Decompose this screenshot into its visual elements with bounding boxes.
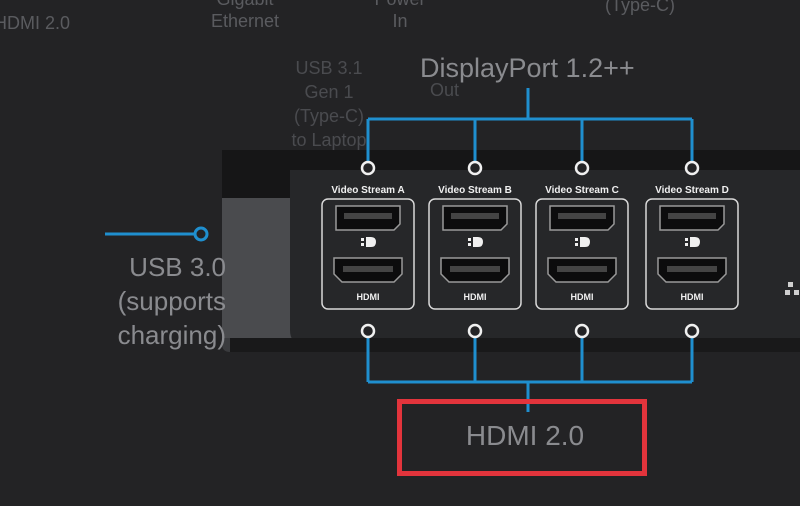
displayport-icon — [361, 237, 376, 247]
stream-label: Video Stream A — [331, 185, 404, 196]
displayport-dot — [574, 160, 590, 176]
network-icon — [785, 282, 799, 295]
type-c-label: (Type-C) — [604, 0, 675, 15]
usb30-connector-line — [105, 226, 209, 242]
usb30-label: USB 3.0 (supports charging) — [117, 252, 226, 350]
hdmi-connector-lines — [366, 337, 694, 412]
out-label: Out — [430, 80, 460, 100]
displayport-dot — [467, 160, 483, 176]
port-outline — [535, 198, 629, 310]
displayport-pins — [558, 213, 606, 219]
port-outline — [428, 198, 522, 310]
hdmi-port-label: HDMI — [357, 292, 380, 302]
hdmi-dot — [684, 323, 700, 339]
hdmi-dot — [360, 323, 376, 339]
displayport-connector-lines — [366, 88, 694, 162]
hdmi-pins — [343, 266, 393, 272]
port-group-2: Video Stream B HDMI — [428, 160, 522, 339]
port-group-1: Video Stream A HDMI — [321, 160, 415, 339]
power-in-label: Power In — [374, 0, 425, 31]
hdmi-port-label: HDMI — [571, 292, 594, 302]
displayport-pins — [344, 213, 392, 219]
stream-label: Video Stream C — [545, 185, 619, 196]
displayport-title: DisplayPort 1.2++ — [420, 53, 635, 83]
displayport-dot — [360, 160, 376, 176]
displayport-icon — [575, 237, 590, 247]
stream-label: Video Stream D — [655, 185, 729, 196]
hdmi-dot — [574, 323, 590, 339]
dock-body — [222, 150, 800, 352]
stream-label: Video Stream B — [438, 185, 512, 196]
highlight-box — [397, 399, 647, 476]
displayport-icon — [685, 237, 700, 247]
hdmi-port-label: HDMI — [681, 292, 704, 302]
hdmi-pins — [667, 266, 717, 272]
port-group-4: Video Stream D HDMI — [645, 160, 739, 339]
port-outline — [321, 198, 415, 310]
gigabit-ethernet-label: Gigabit Ethernet — [210, 0, 280, 31]
port-group-3: Video Stream C HDMI — [535, 160, 629, 339]
displayport-pins — [451, 213, 499, 219]
hdmi-port-label: HDMI — [464, 292, 487, 302]
top-left-label: HDMI 2.0 — [0, 13, 71, 33]
displayport-icon — [468, 237, 483, 247]
displayport-pins — [668, 213, 716, 219]
hdmi-pins — [450, 266, 500, 272]
hdmi-pins — [557, 266, 607, 272]
usb31-label: USB 3.1 Gen 1 (Type-C) to Laptop — [291, 58, 367, 150]
port-outline — [645, 198, 739, 310]
hdmi-dot — [467, 323, 483, 339]
displayport-dot — [684, 160, 700, 176]
hdmi-title: HDMI 2.0 — [465, 420, 585, 451]
